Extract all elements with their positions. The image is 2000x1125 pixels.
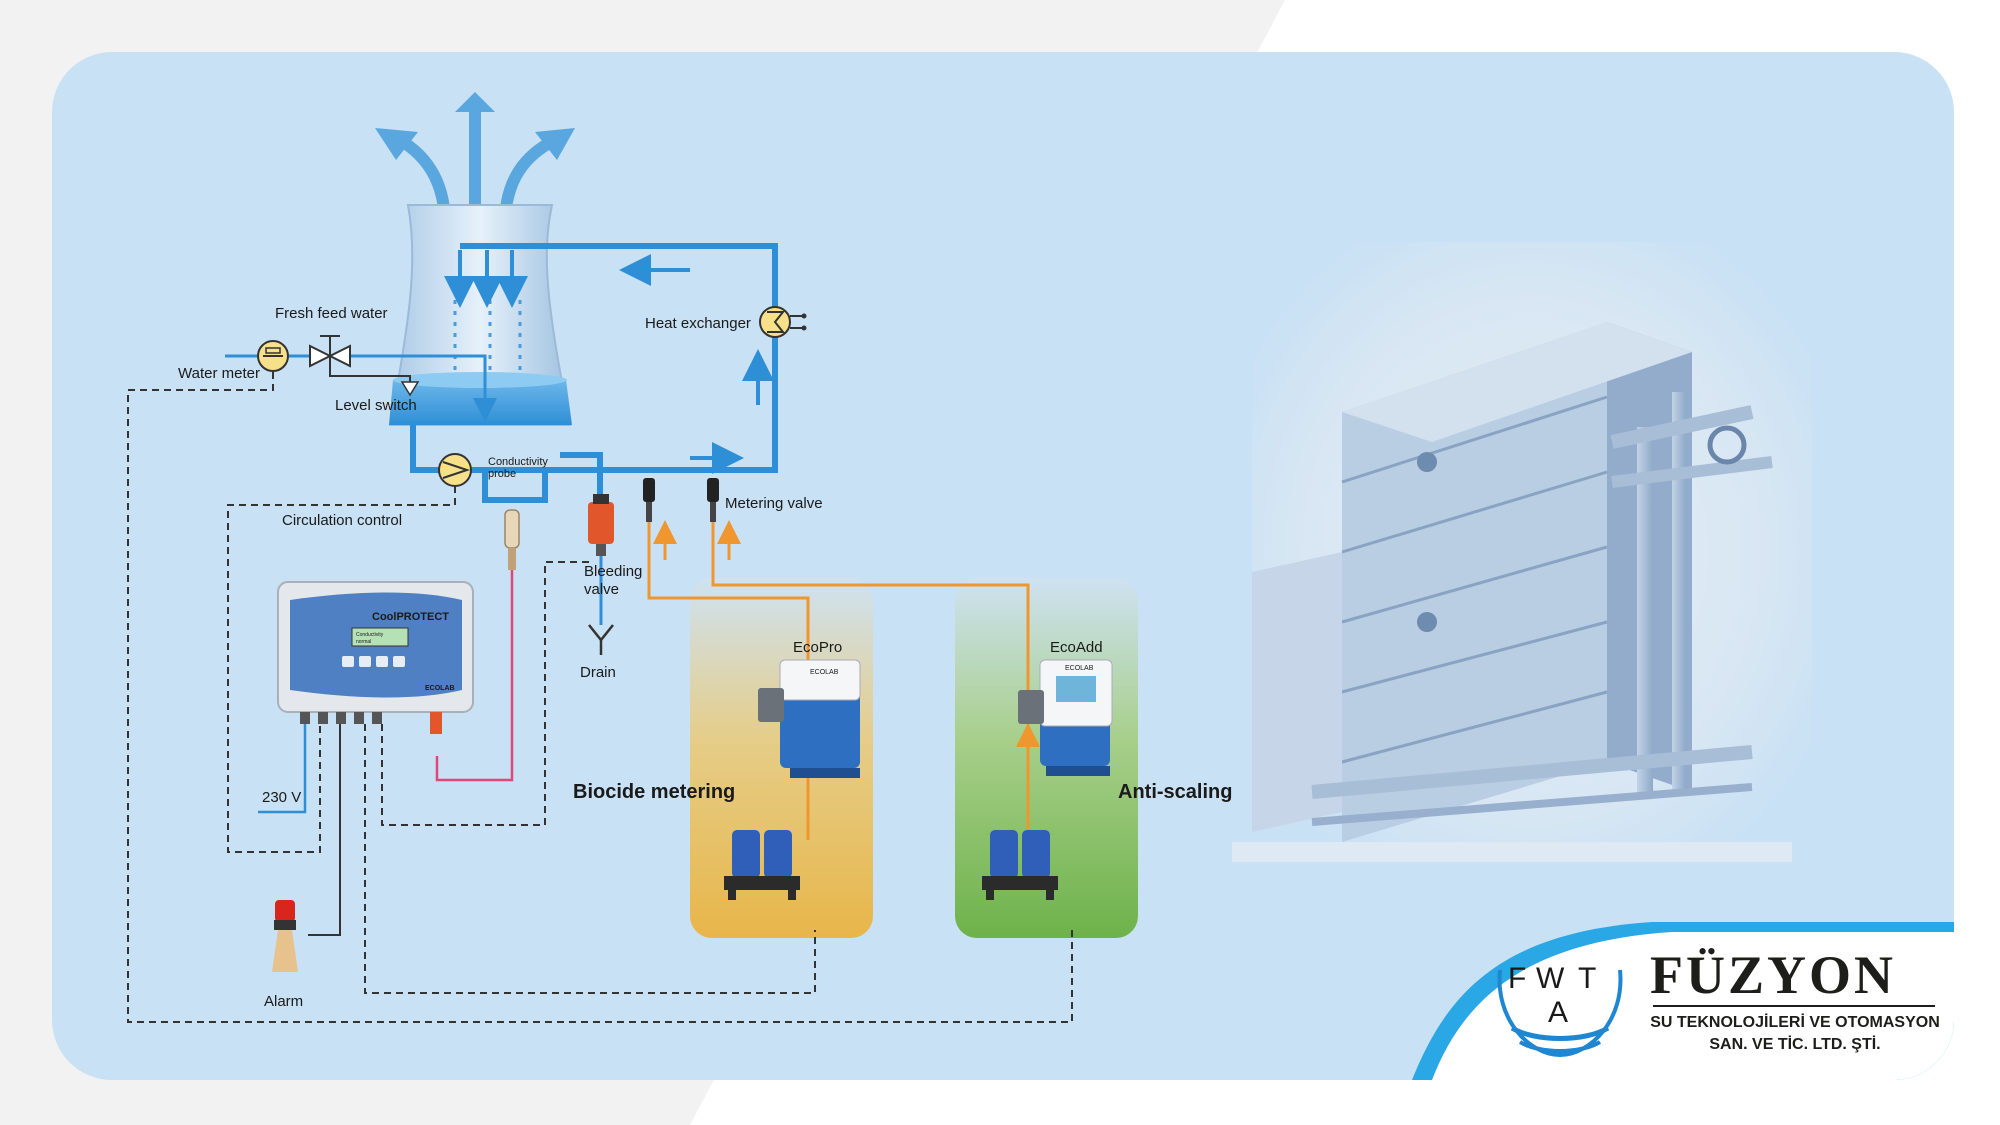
conductivity-probe-icon [505,510,519,570]
label-circulation-control: Circulation control [282,512,402,529]
water-meter-icon [258,341,288,371]
bleeding-valve-icon [588,494,614,556]
label-biocide-metering: Biocide metering [573,781,735,803]
alarm-icon [272,900,298,972]
heat-exchanger-icon [760,307,807,337]
company-name: FÜZYON [1650,948,1896,1002]
label-heat-exchanger: Heat exchanger [645,315,751,332]
label-probe: probe [488,468,516,480]
label-conductivity: Conductivity [488,456,548,468]
svg-text:W: W [1536,962,1565,995]
metering-valve-icon-2 [707,478,719,522]
label-bleeding: Bleeding [584,563,642,580]
controller-title: CoolPROTECT [372,611,449,623]
label-metering-valve: Metering valve [725,495,823,512]
company-divider [1653,1005,1935,1007]
fwat-logo: F W T A [1490,950,1630,1070]
circulation-pump-icon [439,454,471,486]
svg-text:F: F [1508,962,1526,995]
label-water-meter: Water meter [178,365,260,382]
drain-icon [589,625,613,655]
label-anti-scaling: Anti-scaling [1118,781,1232,803]
label-drain: Drain [580,664,616,681]
controller-brand: ECOLAB [425,685,455,692]
svg-text:A: A [1548,996,1568,1029]
controller-screen-2: normal [356,639,371,645]
label-alarm: Alarm [264,993,303,1010]
company-subtitle-2: SAN. VE TİC. LTD. ŞTİ. [1650,1036,1940,1054]
label-ecopro: EcoPro [793,639,842,656]
label-ecoadd: EcoAdd [1050,639,1103,656]
label-230v: 230 V [262,789,301,806]
metering-valve-icon-1 [643,478,655,522]
coolprotect-controller: CoolPROTECT Conductivity normal ECOLAB [278,582,473,734]
svg-text:T: T [1578,962,1596,995]
label-fresh-feed-water: Fresh feed water [275,305,388,322]
controller-screen-1: Conductivity [356,632,384,638]
label-level-switch: Level switch [335,397,417,414]
company-subtitle-1: SU TEKNOLOJİLERİ VE OTOMASYON [1650,1014,1940,1032]
ecoadd-brand: ECOLAB [1065,665,1094,672]
label-valve: valve [584,581,619,598]
ecopro-brand: ECOLAB [810,669,839,676]
